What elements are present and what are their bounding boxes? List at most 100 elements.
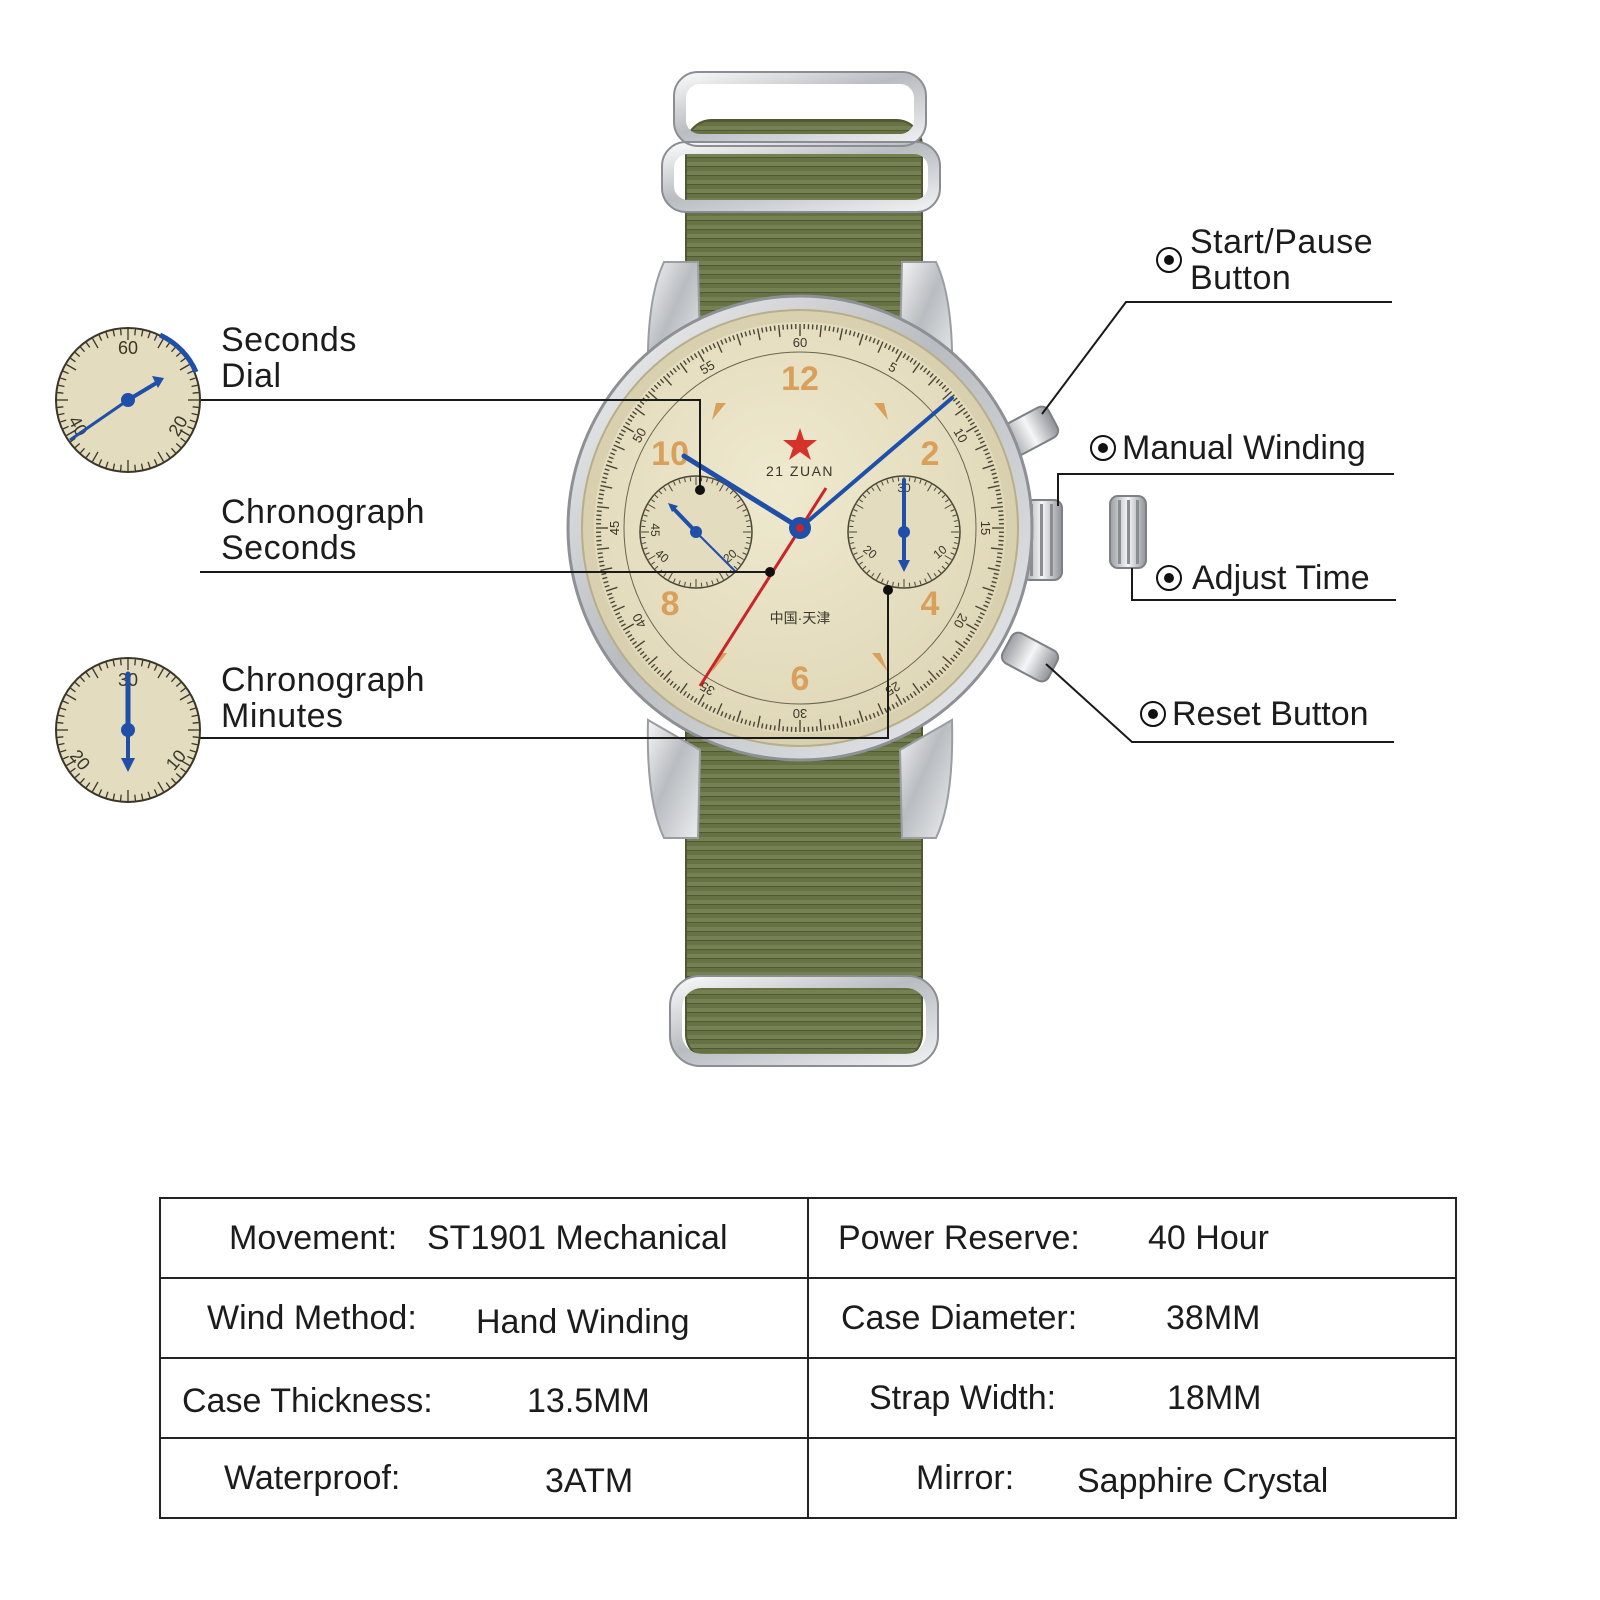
tick-mark	[711, 479, 714, 484]
spec-value-mirror: Sapphire Crystal	[1077, 1461, 1329, 1500]
tick-mark	[637, 404, 642, 409]
tick-mark	[615, 612, 621, 616]
spec-cell: Strap Width: 18MM	[807, 1357, 1457, 1439]
tick-mark	[744, 547, 749, 550]
tick-mark	[944, 555, 952, 560]
tick-mark	[712, 343, 716, 349]
tick-mark	[605, 464, 618, 470]
spec-cell: Mirror: Sapphire Crystal	[807, 1437, 1457, 1519]
tick-mark	[191, 714, 198, 718]
tick-mark	[926, 370, 931, 376]
tick-mark	[608, 596, 614, 600]
tick-mark	[85, 782, 91, 788]
tick-mark	[965, 414, 971, 419]
tick-mark	[611, 604, 617, 608]
tick-mark	[736, 710, 742, 723]
tick-mark	[180, 357, 186, 363]
tick-mark	[839, 328, 844, 341]
tick-mark	[622, 425, 635, 433]
tick-mark	[91, 451, 99, 462]
tick-mark	[105, 461, 109, 468]
tick-mark	[732, 335, 736, 341]
tick-mark	[192, 391, 199, 394]
tick-mark	[944, 561, 949, 565]
tick-mark	[57, 406, 64, 409]
tick-mark	[990, 505, 1003, 509]
city-text: 中国·天津	[770, 610, 831, 626]
tick-mark	[736, 504, 744, 509]
tick-mark	[693, 697, 698, 703]
tick-mark	[650, 663, 656, 669]
spec-cell: Power Reserve: 40 Hour	[807, 1197, 1457, 1279]
tick-mark	[912, 691, 918, 696]
tick-mark	[991, 580, 997, 584]
tick-mark	[950, 552, 955, 555]
track-numeral: 30	[793, 706, 807, 721]
tick-mark	[165, 342, 171, 348]
tick-mark	[147, 662, 151, 669]
tick-mark	[653, 666, 659, 672]
strap-keeper-bottom	[669, 975, 939, 1067]
tick-mark	[686, 693, 691, 699]
tick-mark	[656, 381, 662, 387]
tick-mark	[686, 357, 691, 363]
main-hands	[681, 396, 954, 687]
tick-mark	[616, 436, 623, 441]
tick-mark	[756, 328, 761, 341]
tick-mark	[906, 355, 910, 361]
tick-mark	[645, 394, 650, 399]
tick-mark	[926, 680, 931, 686]
spec-cell: Movement: ST1901 Mechanical	[159, 1197, 809, 1279]
tick-mark	[179, 429, 190, 437]
tick-mark	[625, 630, 631, 635]
tick-mark	[662, 375, 673, 386]
tick-mark	[736, 561, 741, 565]
tick-mark	[684, 581, 686, 586]
tick-mark	[57, 391, 64, 394]
spec-value-case-thickness: 13.5MM	[527, 1381, 650, 1420]
tick-mark	[942, 655, 953, 666]
tick-mark	[112, 463, 116, 470]
tick-mark	[180, 687, 186, 693]
tick-mark	[969, 421, 975, 426]
tick-mark	[663, 572, 667, 577]
tick-mark	[876, 484, 881, 492]
tick-mark	[992, 476, 998, 480]
tick-mark	[134, 464, 137, 471]
table-row: Waterproof: 3ATM Mirror: Sapphire Crysta…	[159, 1437, 1457, 1519]
tick-mark	[765, 326, 768, 332]
tick-mark	[991, 472, 997, 476]
tick-mark	[987, 567, 1000, 572]
tick-mark	[179, 693, 190, 701]
tick-mark	[995, 489, 1001, 492]
tick-mark	[171, 447, 176, 454]
tick-mark	[963, 640, 968, 646]
tick-mark	[603, 472, 609, 476]
tick-mark	[669, 370, 674, 376]
tick-mark	[98, 664, 103, 671]
tick-mark	[979, 440, 985, 444]
tick-mark	[98, 334, 103, 341]
tick-mark	[599, 489, 605, 492]
tick-mark	[761, 327, 764, 333]
tick-mark	[744, 331, 748, 337]
tick-mark	[622, 623, 635, 631]
tick-mark	[140, 463, 144, 470]
tick-mark	[648, 555, 656, 560]
tick-mark	[601, 572, 607, 576]
tick-mark	[724, 712, 728, 718]
tick-mark	[765, 724, 768, 730]
hour-numeral: 4	[920, 585, 939, 623]
tick-mark	[85, 342, 91, 348]
chrono-minutes-inset: 30 20 10	[55, 657, 201, 803]
tick-mark	[57, 721, 64, 724]
track-numeral: 50	[629, 425, 649, 445]
tick-mark	[828, 724, 831, 730]
tick-mark	[643, 514, 648, 517]
tick-mark	[105, 662, 109, 669]
spec-cell: Waterproof: 3ATM	[159, 1437, 809, 1519]
tick-mark	[603, 580, 609, 584]
tick-mark	[935, 378, 941, 384]
track-numeral: 15	[978, 521, 993, 535]
tick-mark	[856, 504, 864, 509]
